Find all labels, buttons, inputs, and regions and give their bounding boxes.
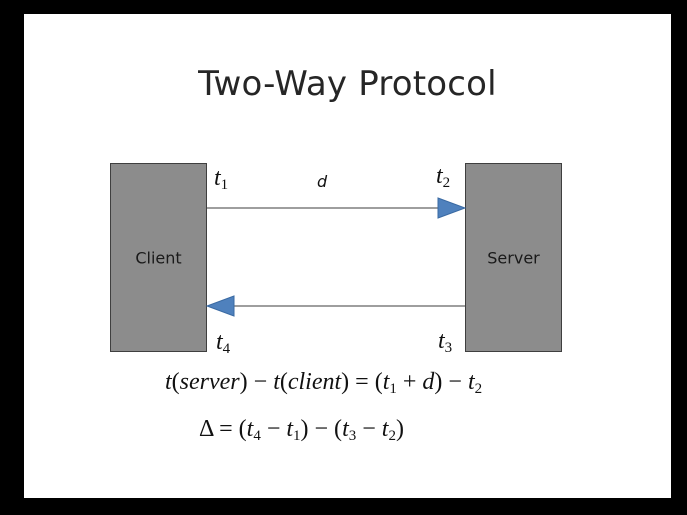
delay-label: d: [317, 172, 328, 191]
offset-equation: t(server) − t(client) = (t1 + d) − t2: [165, 369, 483, 397]
client-box: Client: [110, 163, 207, 352]
timestamp-t3: t3: [438, 328, 453, 356]
slide-title: Two-Way Protocol: [198, 64, 497, 104]
request-arrow: [207, 197, 467, 219]
response-arrow-head: [205, 295, 235, 317]
server-label: Server: [487, 248, 540, 267]
request-arrow-head: [437, 197, 467, 219]
slide: Two-Way Protocol Client Server t1 t2 t3 …: [24, 14, 671, 498]
timestamp-t2: t2: [436, 163, 451, 191]
timestamp-t4: t4: [216, 329, 231, 357]
timestamp-t1: t1: [214, 165, 229, 193]
server-box: Server: [465, 163, 562, 352]
delta-equation: Δ = (t4 − t1) − (t3 − t2): [199, 416, 404, 444]
message-arrows: [205, 197, 467, 317]
client-label: Client: [135, 248, 182, 267]
response-arrow: [205, 295, 465, 317]
